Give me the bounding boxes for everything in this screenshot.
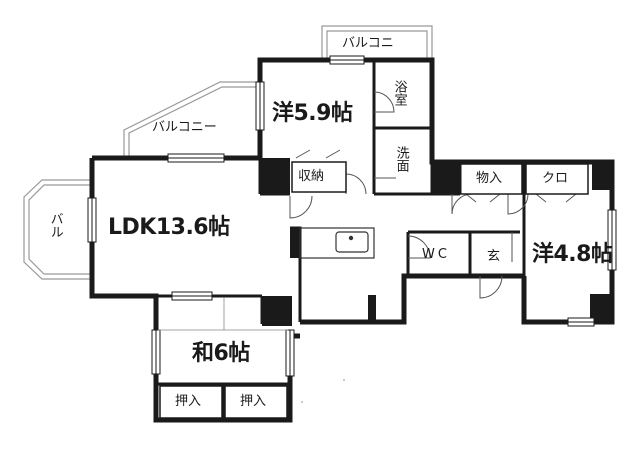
balcony-main-rail [123, 81, 258, 158]
door-swings [289, 91, 577, 299]
oshiire-right-label: 押入 [240, 394, 267, 409]
bath-label: 浴室 [391, 80, 407, 106]
balcony-side-rail-inner [28, 184, 92, 275]
balcony-top-rail-inner [326, 30, 428, 58]
room-western-east-label: 洋4.8帖 [532, 242, 613, 267]
washroom-label: 洗面 [393, 146, 409, 172]
kitchen-counter [299, 227, 375, 259]
decorative-dots [301, 379, 345, 403]
room-western-north-label: 洋5.9帖 [272, 101, 353, 126]
closet-label: クロ [542, 171, 569, 186]
balcony-top-rail [321, 25, 433, 58]
balcony-side-rail [23, 179, 92, 280]
tatami-lines [158, 298, 288, 331]
room-japanese-label: 和6帖 [192, 341, 250, 366]
windows [87, 55, 617, 377]
balcony-side-label: バル [47, 212, 63, 238]
balcony-main-rail-inner [128, 86, 258, 158]
wc-label: WC [422, 247, 450, 262]
balcony-main-label: バルコニー [152, 120, 217, 135]
pillars [260, 158, 612, 326]
storage-hall-label: 物入 [476, 171, 503, 186]
entrance-label: 玄 [487, 249, 501, 264]
storage-boxes [159, 161, 589, 419]
room-ldk-label: LDK13.6帖 [108, 215, 230, 240]
balcony-top-label: バルコニ [342, 36, 394, 51]
oshiire-left-label: 押入 [175, 394, 202, 409]
storage-north-label: 収納 [298, 169, 325, 184]
